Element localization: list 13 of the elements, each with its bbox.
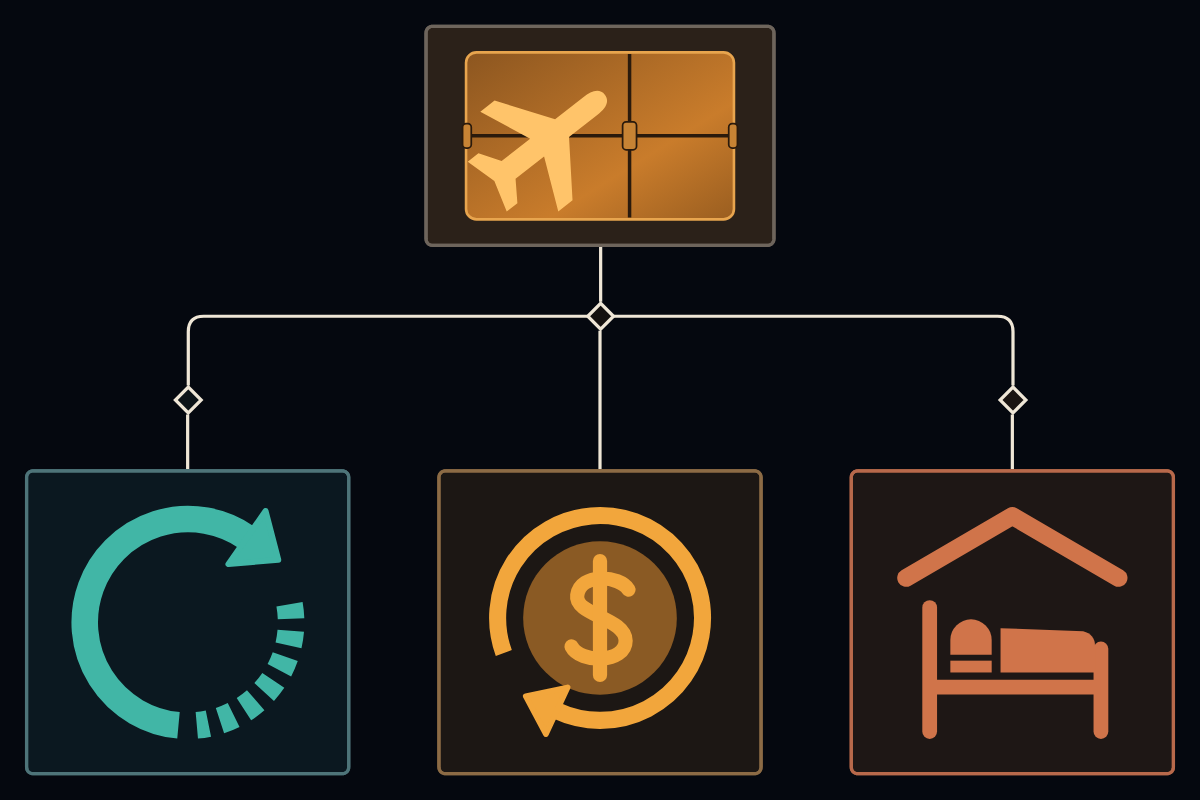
connector-line bbox=[598, 330, 602, 470]
junction-diamond bbox=[173, 384, 204, 416]
connector-line bbox=[613, 314, 1015, 386]
connector-line bbox=[186, 414, 190, 470]
connector-line bbox=[599, 247, 603, 302]
icon-card bbox=[849, 469, 1176, 776]
junction-diamond bbox=[585, 301, 616, 332]
ticket-card bbox=[424, 24, 776, 247]
connector-line bbox=[186, 314, 588, 386]
icon-card bbox=[24, 469, 351, 776]
connector-line bbox=[1010, 414, 1014, 470]
icon-card bbox=[437, 469, 763, 776]
junction-diamond bbox=[997, 384, 1029, 416]
